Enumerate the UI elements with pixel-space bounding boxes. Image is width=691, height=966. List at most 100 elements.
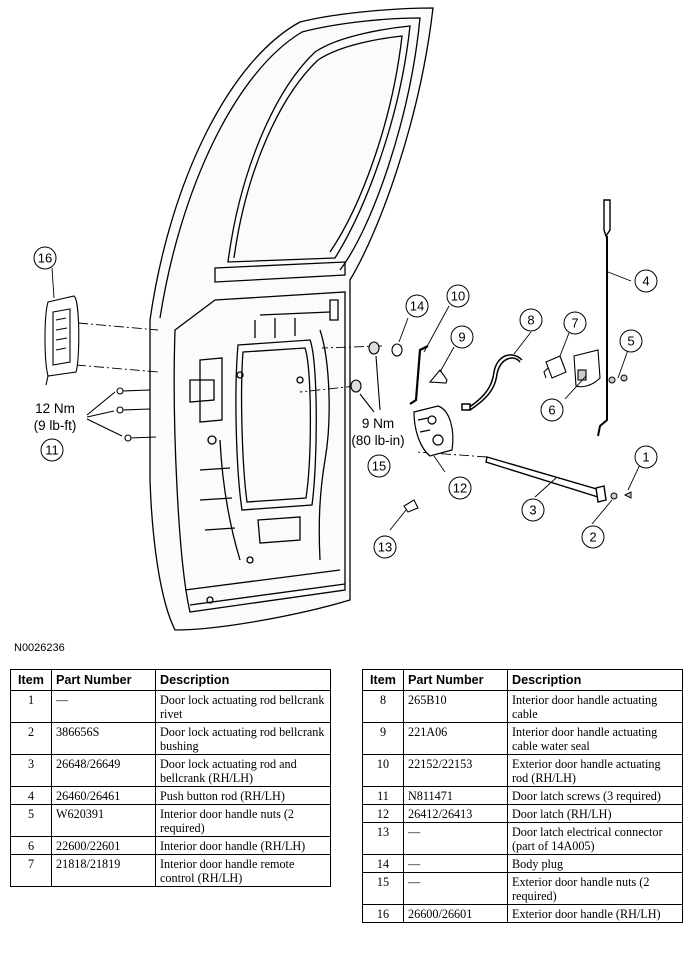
callout-8: 8 [527, 313, 534, 328]
cell-item: 4 [10, 786, 52, 805]
torque-arrows-left [86, 391, 123, 437]
callout-1: 1 [642, 450, 649, 465]
cell-description: Door latch electrical connector (part of… [507, 822, 683, 855]
door-exploded-diagram: 16 4 5 7 8 9 10 14 6 1 12 3 2 13 15 11 1… [14, 7, 658, 654]
handle-nuts-part [350, 341, 380, 393]
interior-handle-nuts-part [608, 374, 628, 384]
torque-right-nm: 9 Nm [362, 416, 394, 431]
cell-item: 3 [10, 754, 52, 787]
header-part-number: Part Number [51, 669, 156, 691]
cell-item: 14 [362, 854, 404, 873]
body-plug-part [391, 343, 403, 357]
cell-item: 13 [362, 822, 404, 855]
cell-item: 10 [362, 754, 404, 787]
door-panel [149, 7, 434, 631]
cell-part-number: 386656S [51, 722, 156, 755]
cell-item: 9 [362, 722, 404, 755]
exterior-handle-rod-part [409, 345, 429, 405]
cell-part-number: 22600/22601 [51, 836, 156, 855]
callout-5: 5 [627, 334, 634, 349]
callout-6: 6 [548, 403, 555, 418]
latch-connector-part [403, 499, 419, 513]
latch-screws-part [116, 387, 157, 442]
cell-item: 16 [362, 904, 404, 923]
header-description: Description [155, 669, 331, 691]
cell-item: 6 [10, 836, 52, 855]
header-description: Description [507, 669, 683, 691]
callout-14: 14 [410, 299, 424, 314]
cable-water-seal-part [428, 369, 448, 384]
cell-part-number: W620391 [51, 804, 156, 837]
cell-item: 8 [362, 690, 404, 723]
door-latch-part [413, 405, 454, 457]
cell-item: 12 [362, 804, 404, 823]
callout-3: 3 [529, 503, 536, 518]
cell-description: Interior door handle actuating cable [507, 690, 683, 723]
callout-7: 7 [571, 316, 578, 331]
push-button-rod-part [597, 199, 611, 437]
callout-circles [33, 246, 658, 559]
header-part-number: Part Number [403, 669, 508, 691]
table-row: 13—Door latch electrical connector (part… [362, 822, 683, 855]
cell-part-number: 265B10 [403, 690, 508, 723]
cell-item: 15 [362, 872, 404, 905]
callout-16: 16 [38, 251, 52, 266]
cell-part-number: 26648/26649 [51, 754, 156, 787]
table-row: 14—Body plug [362, 854, 683, 873]
cell-description: Body plug [507, 854, 683, 873]
cell-description: Push button rod (RH/LH) [155, 786, 331, 805]
cell-description: Door lock actuating rod bellcrank bushin… [155, 722, 331, 755]
cell-part-number: — [403, 822, 508, 855]
torque-left-imperial: (9 lb-ft) [34, 418, 77, 433]
cell-description: Door latch (RH/LH) [507, 804, 683, 823]
cell-item: 2 [10, 722, 52, 755]
header-item: Item [10, 669, 52, 691]
cell-description: Exterior door handle nuts (2 required) [507, 872, 683, 905]
cell-description: Door latch screws (3 required) [507, 786, 683, 805]
cell-description: Interior door handle remote control (RH/… [155, 854, 331, 887]
callout-11: 11 [45, 443, 59, 458]
handle-cable-part [461, 354, 523, 411]
cell-part-number: 26460/26461 [51, 786, 156, 805]
cell-item: 7 [10, 854, 52, 887]
handle-remote-control-part [543, 355, 567, 379]
cell-part-number: 22152/22153 [403, 754, 508, 787]
cell-description: Exterior door handle actuating rod (RH/L… [507, 754, 683, 787]
torque-right-imperial: (80 lb-in) [351, 433, 404, 448]
lock-rod-bellcrank-part [485, 456, 607, 503]
cell-part-number: 26600/26601 [403, 904, 508, 923]
callout-2: 2 [589, 530, 596, 545]
callout-13: 13 [378, 540, 392, 555]
cell-part-number: — [51, 690, 156, 723]
table-row: 15—Exterior door handle nuts (2 required… [362, 872, 683, 905]
cell-part-number: N811471 [403, 786, 508, 805]
cell-description: Interior door handle (RH/LH) [155, 836, 331, 855]
bellcrank-rivet-bushing-part [610, 491, 632, 500]
parts-table-left: Item Part Number Description 1—Door lock… [10, 669, 331, 887]
interior-door-handle-part [573, 349, 601, 388]
exterior-door-handle-part [44, 295, 80, 386]
callout-9: 9 [458, 330, 465, 345]
cell-description: Door lock actuating rod and bellcrank (R… [155, 754, 331, 787]
torque-left-nm: 12 Nm [35, 401, 75, 416]
callout-4: 4 [642, 274, 649, 289]
header-item: Item [362, 669, 404, 691]
cell-item: 1 [10, 690, 52, 723]
callout-15: 15 [372, 459, 386, 474]
cell-item: 11 [362, 786, 404, 805]
torque-arrows-right [359, 355, 381, 413]
cell-part-number: — [403, 854, 508, 873]
